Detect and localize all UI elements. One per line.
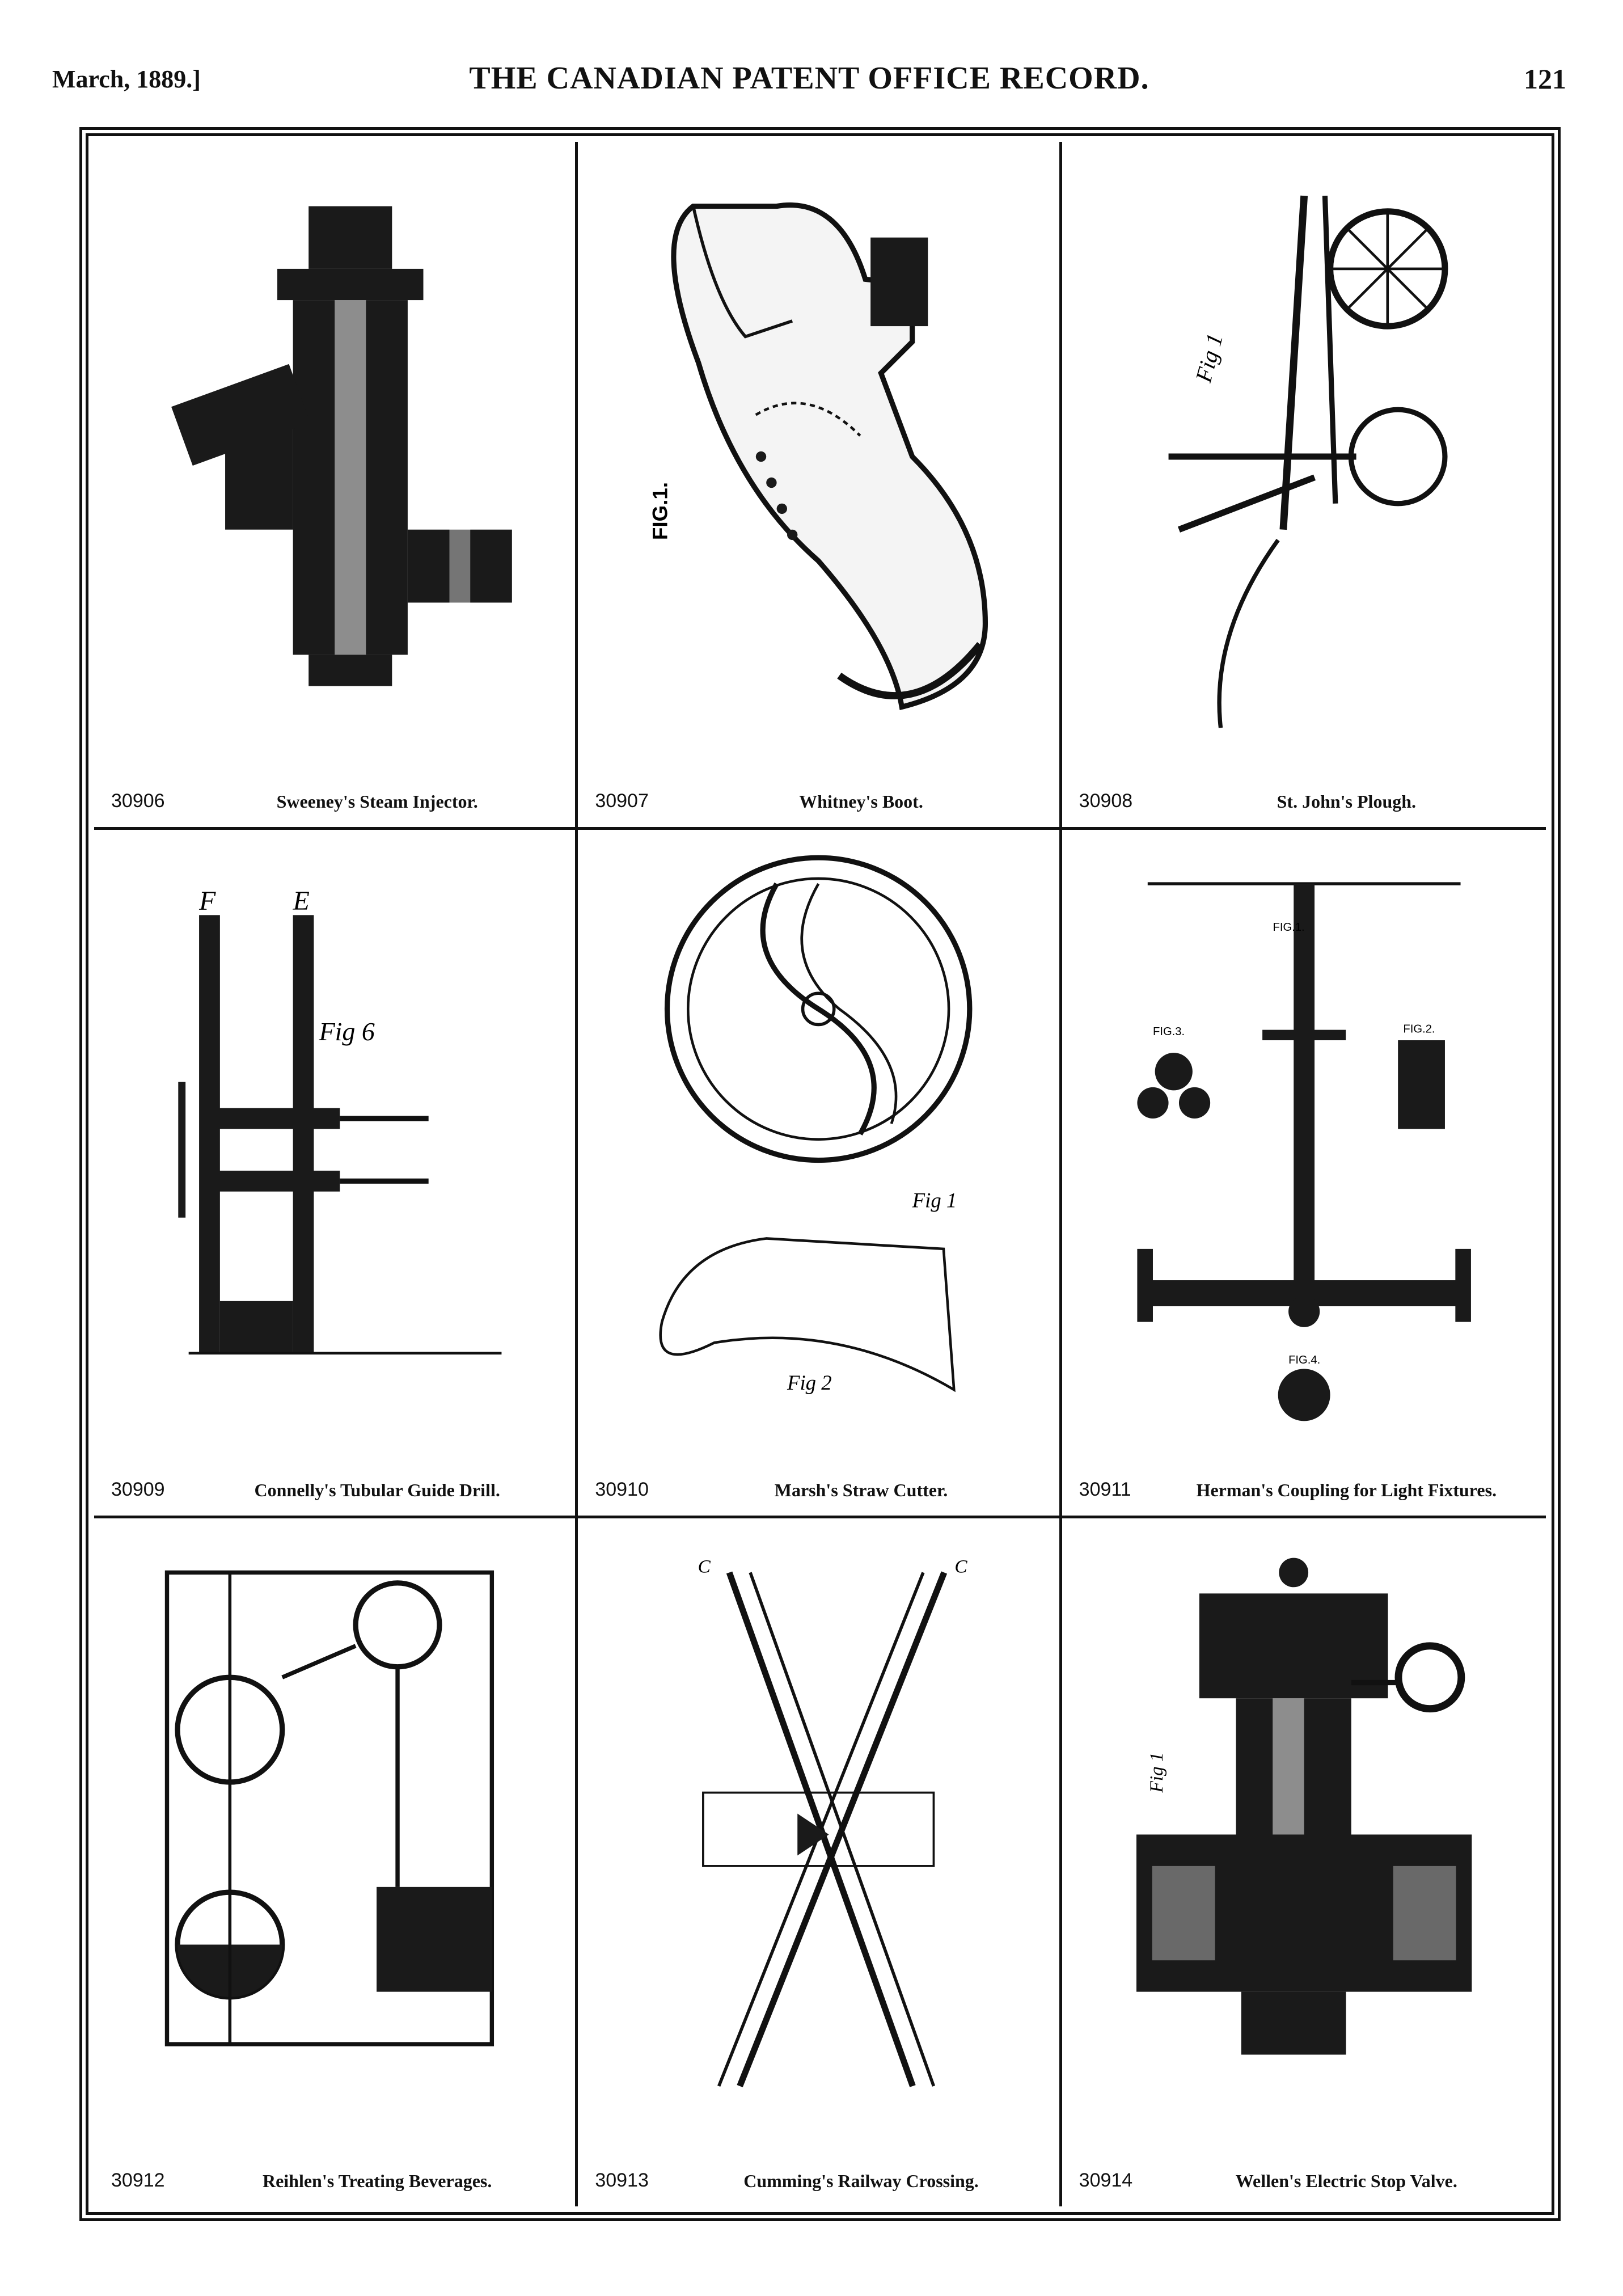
patent-caption: 30909 Connelly's Tubular Guide Drill. xyxy=(111,1467,558,1501)
steam-injector-drawing xyxy=(117,164,552,759)
patent-grid: 30906 Sweeney's Steam Injector. FIG.1. xyxy=(94,142,1546,2206)
plate-frame: 30906 Sweeney's Steam Injector. FIG.1. xyxy=(79,127,1561,2221)
patent-title: Cumming's Railway Crossing. xyxy=(743,2171,979,2191)
page-header: March, 1889.] THE CANADIAN PATENT OFFICE… xyxy=(52,54,1566,117)
page-number: 121 xyxy=(1524,63,1566,95)
patent-cell-30908: Fig 1 30908 St. John's Plough. xyxy=(1062,142,1546,830)
patent-title: Herman's Coupling for Light Fixtures. xyxy=(1196,1479,1497,1500)
electric-stop-valve-drawing: Fig 1 xyxy=(1085,1541,1523,2138)
tubular-guide-drill-drawing: F E Fig 6 xyxy=(117,852,552,1447)
patent-number: 30909 xyxy=(111,1478,165,1500)
patent-cell-30914: Fig 1 30914 Wellen's Electric Stop Valve… xyxy=(1062,1518,1546,2206)
patent-number: 30907 xyxy=(595,790,649,812)
beverage-apparatus-drawing xyxy=(117,1541,552,2138)
patent-number: 30906 xyxy=(111,790,165,812)
figure-label: Fig 1 xyxy=(1146,1752,1167,1793)
patent-title: Reihlen's Treating Beverages. xyxy=(262,2171,492,2191)
patent-number: 30910 xyxy=(595,1478,649,1500)
straw-cutter-drawing: Fig 1 Fig 2 xyxy=(601,852,1036,1447)
patent-caption: 30913 Cumming's Railway Crossing. xyxy=(595,2158,1042,2192)
patent-title: Connelly's Tubular Guide Drill. xyxy=(254,1479,500,1500)
railway-crossing-drawing: C C xyxy=(601,1541,1036,2138)
figure-label: Fig 1 xyxy=(1190,331,1228,385)
svg-text:C: C xyxy=(698,1556,711,1577)
svg-text:F: F xyxy=(198,886,216,916)
issue-date: March, 1889.] xyxy=(52,65,201,93)
patent-caption: 30910 Marsh's Straw Cutter. xyxy=(595,1467,1042,1501)
patent-number: 30912 xyxy=(111,2170,165,2191)
patent-number: 30908 xyxy=(1079,790,1133,812)
patent-cell-30909: F E Fig 6 30909 Connelly's Tubular Guide… xyxy=(94,830,578,1518)
patent-cell-30906: 30906 Sweeney's Steam Injector. xyxy=(94,142,578,830)
figure-label: FIG.1. xyxy=(649,482,672,540)
svg-text:E: E xyxy=(293,886,310,916)
figure-label: FIG.4. xyxy=(1288,1354,1320,1367)
patent-caption: 30914 Wellen's Electric Stop Valve. xyxy=(1079,2158,1529,2192)
patent-cell-30912: 30912 Reihlen's Treating Beverages. xyxy=(94,1518,578,2206)
publication-title: THE CANADIAN PATENT OFFICE RECORD. xyxy=(469,61,1149,96)
patent-cell-30913: C C 30913 Cumming's Railway Crossing. xyxy=(578,1518,1062,2206)
figure-label: Fig 1 xyxy=(912,1189,957,1212)
patent-caption: 30906 Sweeney's Steam Injector. xyxy=(111,778,558,812)
figure-label: Fig 6 xyxy=(319,1017,375,1046)
patent-title: Marsh's Straw Cutter. xyxy=(774,1479,948,1500)
figure-label: FIG.1. xyxy=(1273,921,1304,934)
figure-label: FIG.2. xyxy=(1403,1023,1435,1036)
patent-caption: 30912 Reihlen's Treating Beverages. xyxy=(111,2158,558,2192)
patent-title: Wellen's Electric Stop Valve. xyxy=(1235,2171,1457,2191)
patent-cell-30907: FIG.1. 30907 Whitney's Boot. xyxy=(578,142,1062,830)
patent-caption: 30907 Whitney's Boot. xyxy=(595,778,1042,812)
plough-drawing: Fig 1 xyxy=(1085,164,1523,759)
coupling-drawing: FIG.1. FIG.3. FIG.2. FIG.4. xyxy=(1085,852,1523,1447)
patent-cell-30910: Fig 1 Fig 2 30910 Marsh's Straw Cutter. xyxy=(578,830,1062,1518)
patent-caption: 30908 St. John's Plough. xyxy=(1079,778,1529,812)
figure-label: FIG.3. xyxy=(1153,1025,1185,1038)
patent-title: Sweeney's Steam Injector. xyxy=(276,791,478,812)
patent-caption: 30911 Herman's Coupling for Light Fixtur… xyxy=(1079,1467,1529,1501)
svg-text:C: C xyxy=(955,1556,968,1577)
figure-label: Fig 2 xyxy=(787,1371,832,1395)
patent-number: 30911 xyxy=(1079,1478,1131,1500)
patent-number: 30914 xyxy=(1079,2170,1133,2191)
boot-drawing: FIG.1. xyxy=(601,164,1036,759)
patent-cell-30911: FIG.1. FIG.3. FIG.2. FIG.4. 30911 Herman… xyxy=(1062,830,1546,1518)
patent-number: 30913 xyxy=(595,2170,649,2191)
patent-title: Whitney's Boot. xyxy=(799,791,923,812)
patent-title: St. John's Plough. xyxy=(1277,791,1417,812)
